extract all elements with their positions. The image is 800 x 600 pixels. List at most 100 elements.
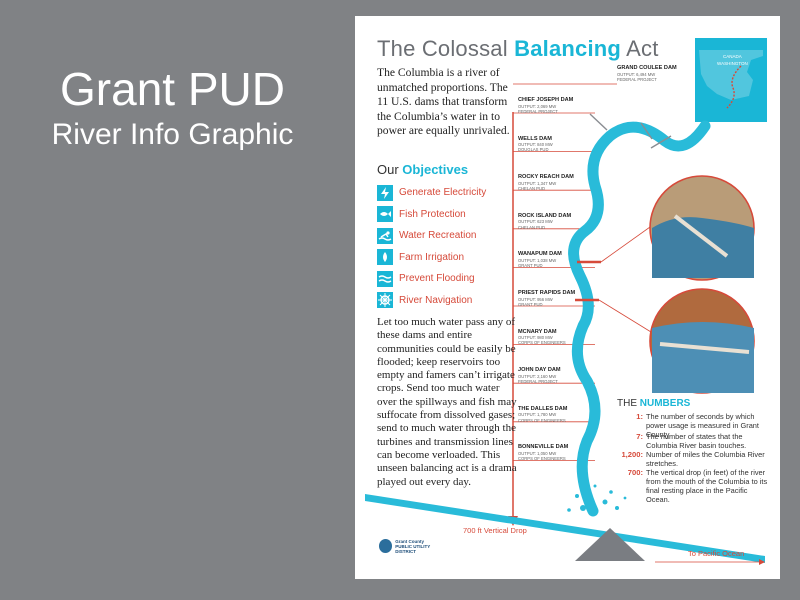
objectives-heading-pre: Our — [377, 162, 403, 177]
dam-output: OUTPUT: 840 MW — [518, 142, 553, 148]
dam-output: OUTPUT: 980 MW — [518, 335, 553, 341]
number-item: 1,200:Number of miles the Columbia River… — [613, 450, 773, 468]
dam-output: OUTPUT: 1,347 MW — [518, 180, 557, 186]
dam-output: OUTPUT: 2,160 MW — [518, 373, 557, 379]
seesaw-beam — [365, 494, 765, 563]
swimmer-icon — [377, 227, 393, 244]
wanapum-water — [652, 217, 754, 278]
dam-output: OUTPUT: 956 MW — [518, 296, 553, 302]
slide-title-line1: Grant PUD — [60, 63, 285, 115]
number-item: 1:The number of seconds by which power u… — [613, 412, 773, 439]
poster-graphics — [365, 38, 767, 565]
power-icon — [377, 184, 393, 201]
map-label-canada: CANADA — [723, 54, 742, 59]
priest-rapids-structure — [659, 342, 750, 354]
dam-name: CHIEF JOSEPH DAM — [518, 97, 574, 103]
objective-item: Prevent Flooding — [377, 268, 517, 290]
river-dam-bar — [640, 122, 653, 140]
dam-name: JOHN DAY DAM — [518, 367, 561, 374]
number-text: The vertical drop (in feet) of the river… — [646, 468, 768, 504]
river-route — [726, 65, 742, 109]
priest-rapids-water — [652, 322, 754, 393]
dam-name: ROCKY REACH DAM — [518, 174, 574, 181]
objectives-heading: Our Objectives — [377, 162, 468, 177]
dam-name: BONNEVILLE DAM — [518, 444, 569, 451]
poster-title: The Colossal Balancing Act — [377, 36, 659, 62]
river-dam-bar — [650, 135, 672, 149]
poster-title-post: Act — [621, 36, 659, 61]
river-dam-bar — [589, 113, 608, 131]
columbia-river — [568, 120, 711, 517]
intro-text: The Columbia is a river of unmatched pro… — [377, 66, 510, 137]
objective-item: River Navigation — [377, 290, 517, 312]
dam-name: WELLS DAM — [518, 135, 552, 142]
numbers-heading: THE NUMBERS — [617, 398, 690, 409]
objective-label: Generate Electricity — [399, 187, 487, 199]
dam-operator: FEDERAL PROJECT — [617, 76, 657, 82]
dam-operator: CHELAN PUD — [518, 185, 545, 191]
number-text: The number of states that the Columbia R… — [646, 432, 747, 450]
number-text: The number of seconds by which power usa… — [646, 412, 759, 439]
dam-label-top: GRAND COULEE DAM OUTPUT: 6,494 MW FEDERA… — [617, 65, 697, 82]
number-text: Number of miles the Columbia River stret… — [646, 450, 765, 468]
dam-name: THE DALLES DAM — [518, 405, 568, 412]
pacific-ocean-label: To Pacific Ocean — [688, 549, 745, 558]
photo-leader — [600, 221, 658, 263]
objective-label: River Navigation — [399, 294, 473, 306]
infographic-poster: The Colossal Balancing Act CANADA WASHIN… — [355, 16, 780, 579]
dam-operator: CORPS OF ENGINEERS — [518, 456, 566, 462]
objective-item: Water Recreation — [377, 225, 517, 247]
poster-title-bold: Balancing — [514, 36, 622, 61]
dam-operator: FEDERAL PROJECT — [518, 108, 558, 114]
numbers-heading-bold: NUMBERS — [639, 398, 691, 409]
objective-label: Water Recreation — [399, 230, 477, 242]
numbers-heading-pre: THE — [617, 398, 640, 409]
dam-output: OUTPUT: 1,780 MW — [518, 412, 557, 418]
dam-name: WANAPUM DAM — [518, 251, 562, 258]
objective-label: Fish Protection — [399, 208, 466, 220]
ship-wheel-icon — [377, 292, 393, 309]
dam-output: OUTPUT: 1,038 MW — [518, 257, 557, 263]
body-text: Let too much water pass any of these dam… — [377, 316, 517, 488]
vertical-drop-label: 700 ft Vertical Drop — [463, 526, 527, 535]
splash — [567, 484, 627, 512]
logo-line2: PUBLIC UTILITY DISTRICT — [395, 543, 431, 554]
dam-name: ROCK ISLAND DAM — [518, 212, 572, 219]
logo-line1: Grant County — [395, 538, 424, 544]
fish-icon — [377, 206, 393, 223]
dam-operator: CORPS OF ENGINEERS — [518, 340, 566, 346]
dam-operator: CORPS OF ENGINEERS — [518, 417, 566, 423]
dam-operator: GRANT PUD — [518, 263, 543, 269]
poster-title-pre: The Colossal — [377, 36, 515, 61]
number-value: 700: — [627, 468, 643, 477]
map-label-washington: WASHINGTON — [717, 61, 748, 66]
logo-mark-icon — [379, 539, 393, 553]
dam-name: MCNARY DAM — [518, 328, 557, 335]
objective-item: Generate Electricity — [377, 182, 517, 204]
slide-title-line2: River Info Graphic — [51, 118, 294, 151]
slide-title: Grant PUD River Info Graphic — [0, 62, 345, 154]
waves-icon — [377, 270, 393, 287]
dam-operator: GRANT PUD — [518, 301, 543, 307]
seesaw-fulcrum — [575, 528, 645, 561]
dam-name: PRIEST RAPIDS DAM — [518, 290, 576, 296]
dam-output: OUTPUT: 6,494 MW — [617, 71, 656, 77]
dam-name: GRAND COULEE DAM — [617, 65, 677, 71]
dam-output: OUTPUT: 2,069 MW — [518, 103, 557, 109]
dam-operator: CHELAN PUD — [518, 224, 545, 230]
dam-operator: FEDERAL PROJECT — [518, 378, 558, 384]
number-value: 7: — [636, 432, 643, 441]
wanapum-structure — [673, 214, 729, 258]
objective-item: Farm Irrigation — [377, 247, 517, 269]
objective-item: Fish Protection — [377, 204, 517, 226]
state-outline — [699, 50, 763, 100]
